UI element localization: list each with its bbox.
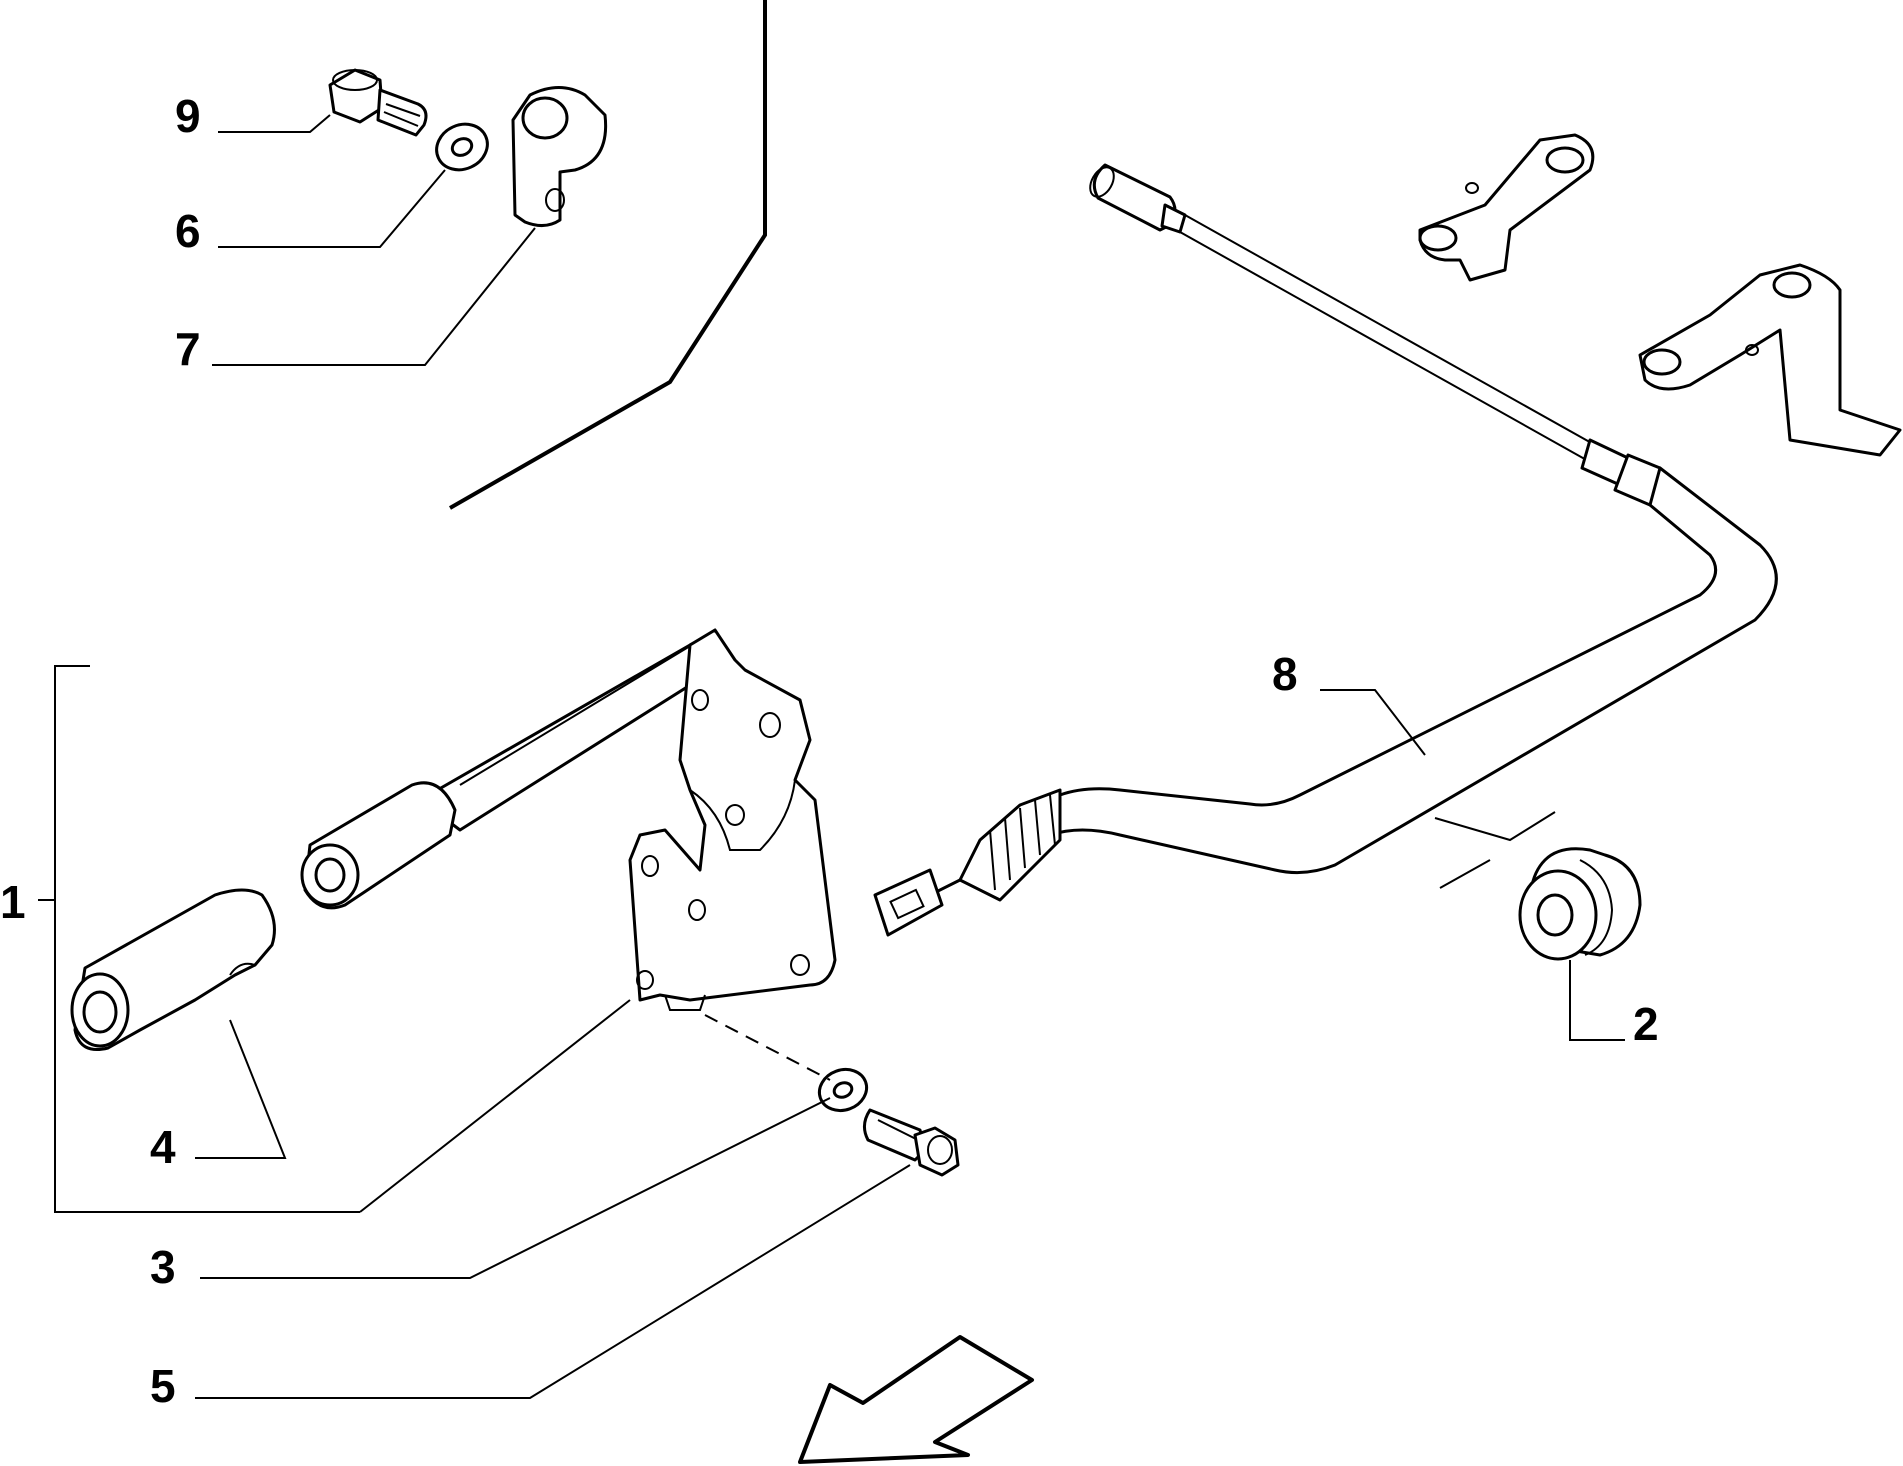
leader-2 — [1569, 960, 1625, 1041]
cable-break-mark — [1434, 811, 1556, 842]
leader-5 — [195, 1164, 911, 1399]
assembly-line — [704, 1014, 831, 1081]
callout-9: 9 — [175, 90, 201, 142]
mounting-bracket-lower — [1638, 263, 1902, 457]
callout-8: 8 — [1272, 648, 1298, 700]
leader-8 — [1320, 689, 1426, 756]
callout-3: 3 — [150, 1241, 176, 1293]
callout-2: 2 — [1633, 998, 1659, 1050]
direction-arrow-icon — [798, 1335, 1034, 1464]
leader-3 — [200, 1097, 831, 1279]
mounting-bracket-upper — [1418, 133, 1595, 282]
group-1-bracket — [54, 665, 360, 1213]
part-3-washer — [817, 1067, 869, 1113]
leader-9 — [218, 114, 331, 133]
leader-3-lever — [359, 999, 631, 1213]
handbrake-lever — [300, 628, 837, 1011]
part-2-grommet — [1518, 847, 1642, 961]
inset-separator-line — [449, 0, 767, 510]
callout-4: 4 — [150, 1121, 176, 1173]
callout-1: 1 — [0, 876, 26, 928]
part-7-clip — [511, 86, 608, 227]
part-6-washer — [435, 122, 489, 172]
part-5-bolt — [863, 1108, 960, 1177]
callout-5: 5 — [150, 1360, 176, 1412]
leader-7 — [212, 227, 536, 366]
leader-4 — [195, 1019, 287, 1159]
part-4-grip — [70, 888, 276, 1051]
part-9-bolt — [328, 68, 428, 137]
callout-6: 6 — [175, 205, 201, 257]
callout-7: 7 — [175, 323, 201, 375]
part-8-cable — [873, 163, 1778, 937]
leader-6 — [218, 169, 446, 248]
cable-break-mark-2 — [1439, 859, 1491, 889]
